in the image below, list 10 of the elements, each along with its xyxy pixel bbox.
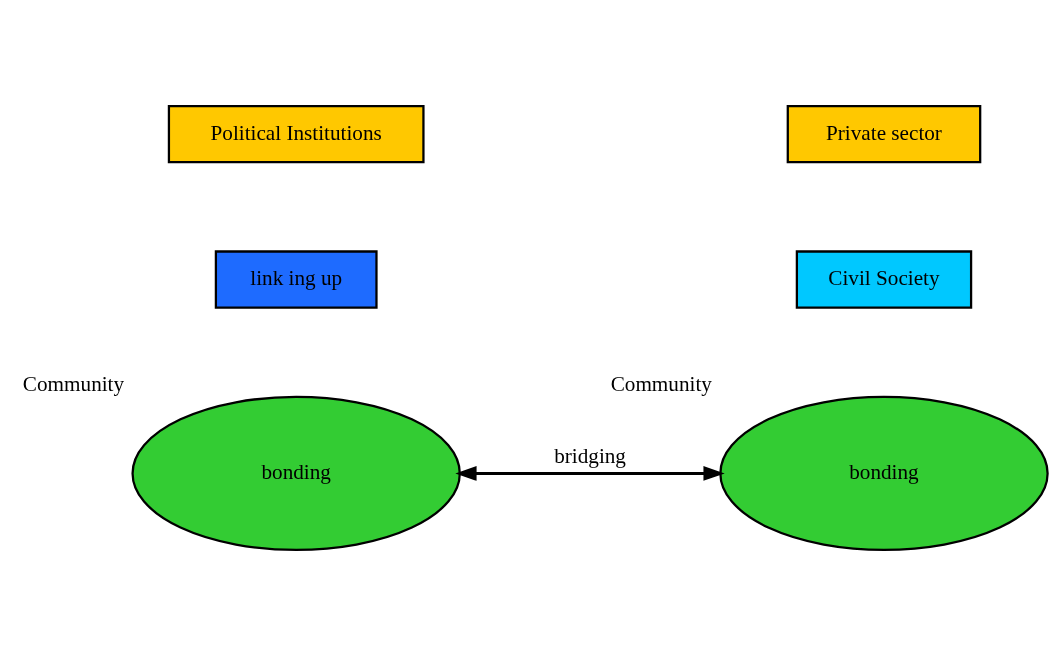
arrow (455, 466, 725, 481)
node-box: Political Institutions (167, 104, 425, 164)
node-ellipse: bonding (719, 395, 1049, 552)
edge-label: bridging (554, 444, 626, 469)
node-box: Civil Society (795, 250, 973, 309)
node-box: link ing up (214, 250, 378, 309)
node-label: Community (22, 372, 125, 397)
node-ellipse: bonding (131, 395, 461, 552)
node-box: Private sector (786, 104, 982, 164)
node-label: Community (610, 372, 712, 397)
